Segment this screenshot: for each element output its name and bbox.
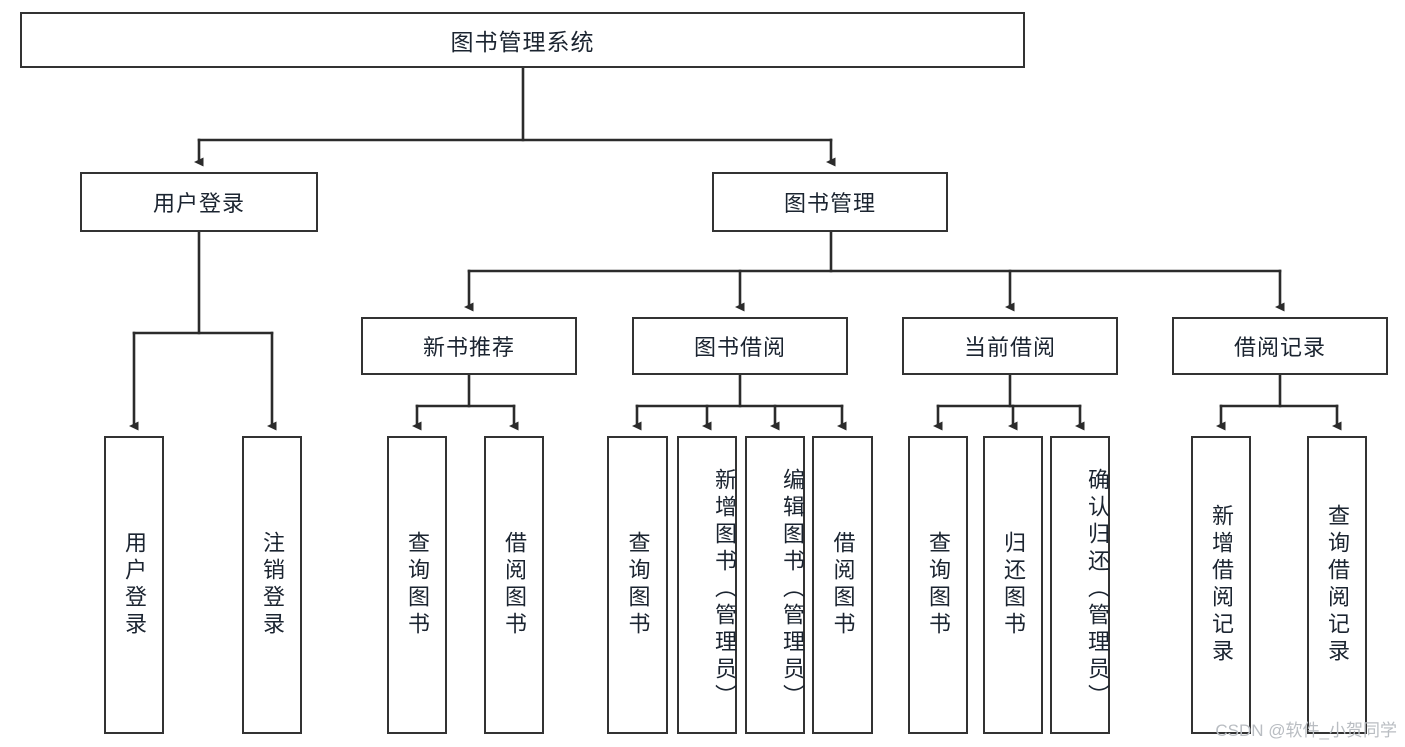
node-leaf-query-book-cur[interactable]: 查询图书 (908, 436, 968, 734)
node-root[interactable]: 图书管理系统 (20, 12, 1025, 68)
node-book-borrow[interactable]: 图书借阅 (632, 317, 848, 375)
node-leaf-edit-book[interactable]: 编辑图书（管理员） (745, 436, 805, 734)
node-user-login[interactable]: 用户登录 (80, 172, 318, 232)
node-new-book-recommend[interactable]: 新书推荐 (361, 317, 577, 375)
node-leaf-borrow-book-rec[interactable]: 借阅图书 (484, 436, 544, 734)
node-leaf-query-record[interactable]: 查询借阅记录 (1307, 436, 1367, 734)
node-book-manage[interactable]: 图书管理 (712, 172, 948, 232)
node-leaf-user-login[interactable]: 用户登录 (104, 436, 164, 734)
node-leaf-add-book[interactable]: 新增图书（管理员） (677, 436, 737, 734)
node-borrow-record[interactable]: 借阅记录 (1172, 317, 1388, 375)
node-leaf-query-book-rec[interactable]: 查询图书 (387, 436, 447, 734)
node-leaf-confirm-return[interactable]: 确认归还（管理员） (1050, 436, 1110, 734)
node-leaf-add-record[interactable]: 新增借阅记录 (1191, 436, 1251, 734)
node-leaf-query-book-borrow[interactable]: 查询图书 (607, 436, 668, 734)
node-leaf-logout[interactable]: 注销登录 (242, 436, 302, 734)
node-leaf-return-book[interactable]: 归还图书 (983, 436, 1043, 734)
csdn-watermark: CSDN @软件_小贺同学 (1215, 721, 1397, 740)
node-current-borrow[interactable]: 当前借阅 (902, 317, 1118, 375)
node-leaf-borrow-book[interactable]: 借阅图书 (812, 436, 873, 734)
